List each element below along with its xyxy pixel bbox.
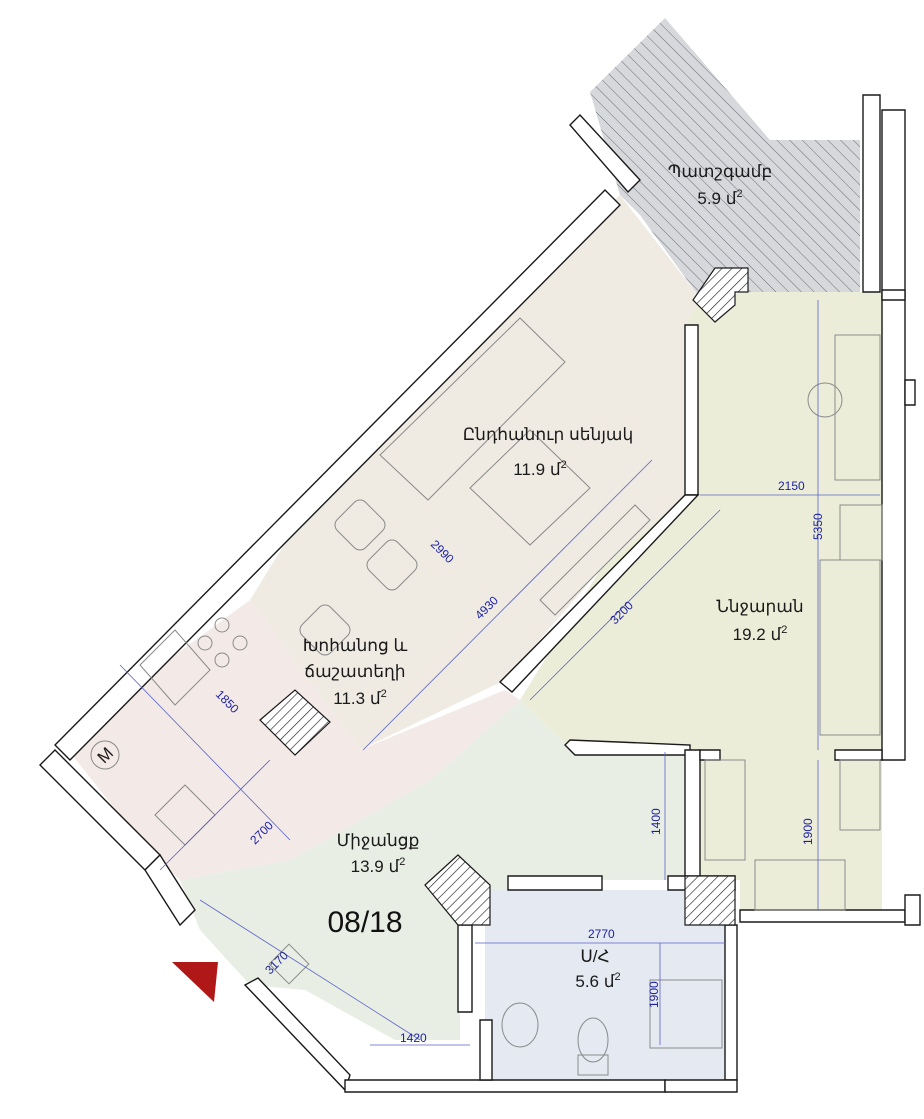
dim-1900-bath: 1900 bbox=[647, 981, 661, 1008]
svg-text:19.2 մ2: 19.2 մ2 bbox=[733, 624, 788, 644]
furniture bbox=[90, 317, 883, 1076]
room-label-living: Ընդհանուր սենյակ 11.9 մ2 bbox=[463, 425, 634, 479]
room-label-kitchen: Խոհանոց և ճաշատեղի 11.3 մ2 bbox=[303, 636, 408, 708]
dim-1420: 1420 bbox=[400, 1031, 427, 1045]
dim-1400: 1400 bbox=[649, 808, 663, 835]
balcony-area bbox=[590, 18, 860, 298]
dim-2150: 2150 bbox=[778, 479, 805, 493]
hallway-area bbox=[180, 700, 688, 1040]
svg-text:ճաշատեղի: ճաշատեղի bbox=[304, 662, 405, 681]
unit-number: 08/18 bbox=[327, 906, 402, 939]
svg-text:Ս/Հ: Ս/Հ bbox=[580, 947, 609, 966]
dim-5350: 5350 bbox=[811, 513, 825, 540]
svg-text:5.9 մ2: 5.9 մ2 bbox=[697, 188, 742, 208]
living-room-area bbox=[250, 195, 700, 750]
room-label-hallway: Միջանցք 13.9 մ2 bbox=[337, 831, 420, 876]
svg-text:Միջանցք: Միջանցք bbox=[337, 831, 420, 850]
svg-text:11.3 մ2: 11.3 մ2 bbox=[333, 688, 386, 708]
room-label-bedroom: Ննջարան 19.2 մ2 bbox=[716, 597, 803, 644]
room-label-balcony: Պատշգամբ 5.9 մ2 bbox=[668, 162, 772, 208]
svg-text:11.9 մ2: 11.9 մ2 bbox=[513, 459, 566, 479]
bathroom-area bbox=[485, 890, 735, 1090]
dim-1900-bedroom: 1900 bbox=[801, 818, 815, 845]
svg-text:13.9 մ2: 13.9 մ2 bbox=[351, 856, 406, 876]
dim-2770: 2770 bbox=[588, 927, 615, 941]
svg-text:Ննջարան: Ննջարան bbox=[716, 597, 803, 616]
columns bbox=[259, 267, 749, 926]
svg-text:Խոհանոց և: Խոհանոց և bbox=[303, 636, 408, 655]
svg-text:5.6 մ2: 5.6 մ2 bbox=[575, 971, 620, 991]
dimension-lines bbox=[119, 300, 880, 1046]
outer-walls bbox=[39, 94, 921, 1093]
bedroom-area bbox=[520, 292, 882, 910]
room-label-bathroom: Ս/Հ 5.6 մ2 bbox=[575, 947, 620, 991]
inner-walls bbox=[457, 324, 883, 1081]
svg-text:Պատշգամբ: Պատշգամբ bbox=[668, 162, 772, 181]
entrance-marker bbox=[172, 962, 218, 1002]
svg-text:Ընդհանուր սենյակ: Ընդհանուր սենյակ bbox=[463, 425, 634, 444]
